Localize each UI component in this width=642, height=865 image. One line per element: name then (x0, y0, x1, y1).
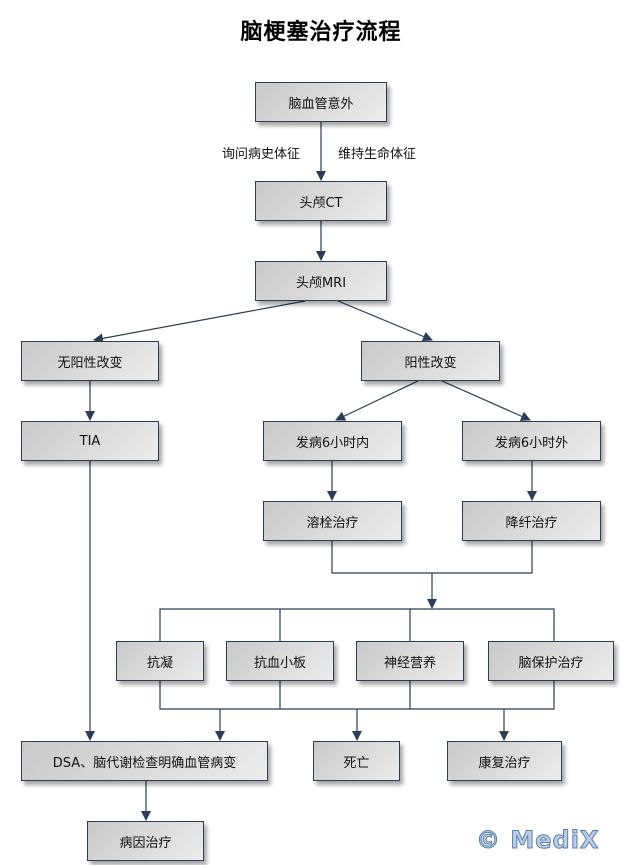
edge-mri-to-no-positive (93, 300, 306, 344)
node-defibrination[interactable]: 降纤治疗 (462, 501, 601, 541)
node-stroke[interactable]: 脑血管意外 (255, 82, 387, 122)
edge-label-history: 询问病史体征 (222, 147, 301, 162)
node-anticoagulation[interactable]: 抗凝 (116, 641, 204, 681)
node-positive[interactable]: 阳性改变 (361, 341, 500, 381)
edge-positive-to-within-6h (335, 380, 419, 421)
medix-watermark: © MediX (475, 826, 600, 855)
node-brain-protection[interactable]: 脑保护治疗 (488, 641, 614, 681)
edge-positive-to-beyond-6h (441, 380, 531, 421)
treatments-top-bus (159, 608, 555, 641)
treatments-bottom-bus (159, 681, 555, 710)
node-etiology[interactable]: 病因治疗 (87, 821, 204, 861)
node-tia[interactable]: TIA (21, 421, 159, 461)
node-beyond-6h[interactable]: 发病6小时外 (462, 421, 601, 461)
node-no-positive[interactable]: 无阳性改变 (21, 341, 159, 381)
node-within-6h[interactable]: 发病6小时内 (263, 421, 402, 461)
diagram-title: 脑梗塞治疗流程 (240, 19, 402, 45)
node-dsa[interactable]: DSA、脑代谢检查明确血管病变 (21, 741, 268, 781)
node-neurotrophic[interactable]: 神经营养 (356, 641, 464, 681)
node-thrombolysis[interactable]: 溶栓治疗 (263, 501, 402, 541)
edge-label-vitals: 维持生命体征 (338, 147, 417, 162)
node-antiplatelet[interactable]: 抗血小板 (226, 641, 334, 681)
merge-thrombolysis-defibrination (331, 541, 533, 574)
node-head-ct[interactable]: 头颅CT (255, 181, 387, 221)
node-head-mri[interactable]: 头颅MRI (255, 261, 387, 301)
node-rehab[interactable]: 康复治疗 (447, 741, 562, 781)
edge-mri-to-positive (337, 300, 433, 342)
node-death[interactable]: 死亡 (313, 741, 400, 781)
